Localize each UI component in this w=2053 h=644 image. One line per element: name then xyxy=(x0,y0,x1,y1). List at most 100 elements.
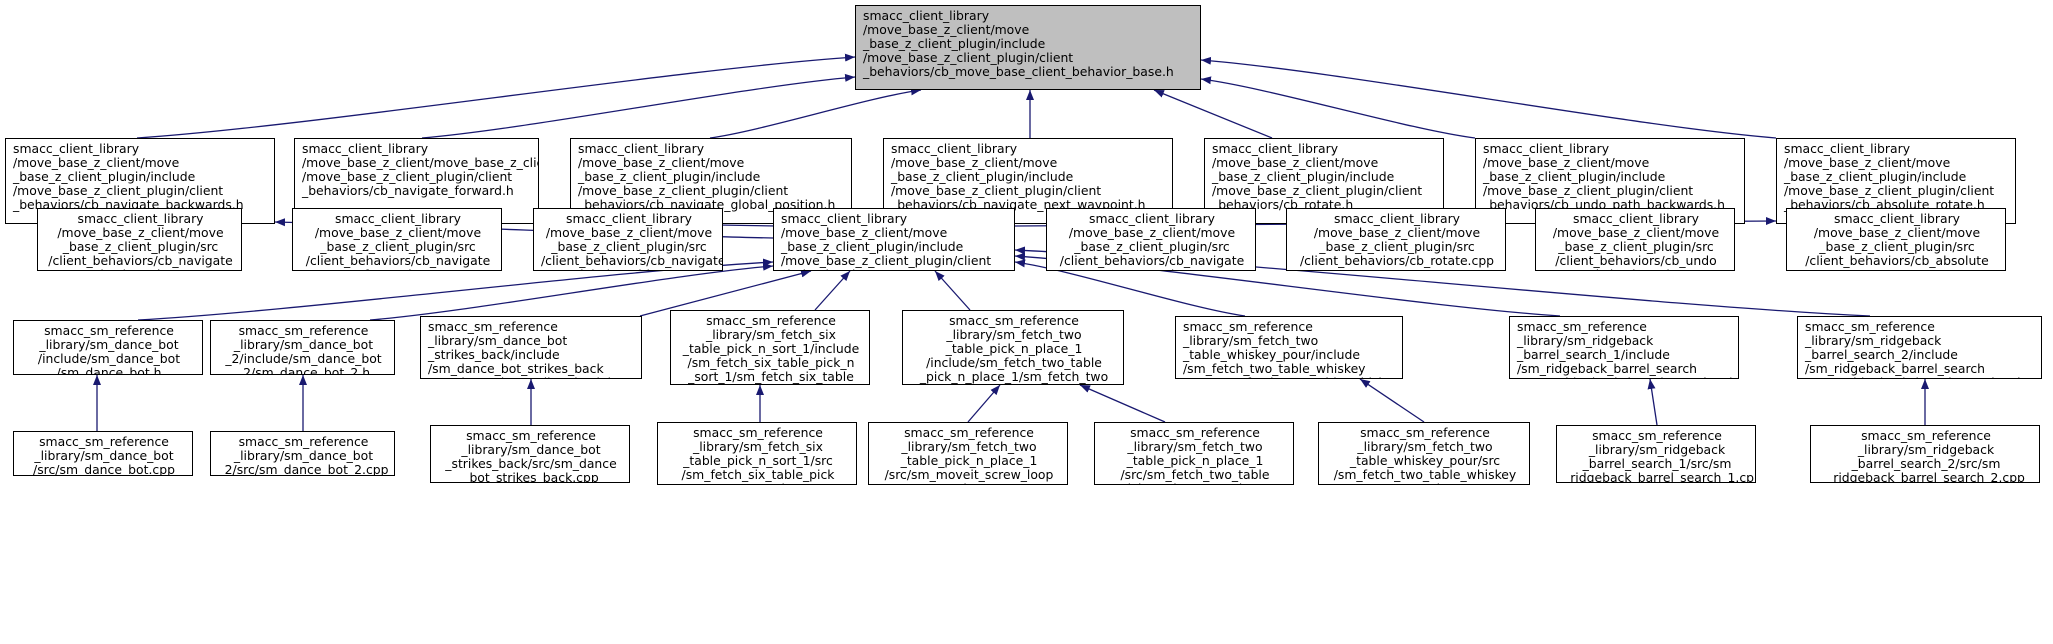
node-screw-loop-cpp[interactable]: smacc_sm_reference_library/sm_fetch_two_… xyxy=(868,422,1068,485)
node-dance-bot-h[interactable]: smacc_sm_reference_library/sm_dance_bot/… xyxy=(13,320,203,375)
node-label-line: /move_base_z_client/move xyxy=(863,22,1030,37)
node-label-line: _2/src/sm_dance_bot_2.cpp xyxy=(218,462,389,476)
node-label-line: /sm_fetch_six_table_pick_n xyxy=(687,355,855,370)
node-dance-bot-cpp[interactable]: smacc_sm_reference_library/sm_dance_bot/… xyxy=(13,431,193,476)
node-label-line: _table_pick_n_place_1 xyxy=(900,453,1038,468)
node-fetch-two-h[interactable]: smacc_sm_reference_library/sm_fetch_two_… xyxy=(902,310,1124,385)
node-label-line: _ridgeback_barrel_search_1.cpp xyxy=(1564,470,1756,483)
node-label-line: _table_pick_n_sort_1/include xyxy=(682,341,860,356)
node-label-line: _path_backwards.cpp xyxy=(1543,268,1729,271)
node-label-line: /move_base_z_client/move xyxy=(1068,225,1236,240)
node-label-line: _2/include/sm_dance_bot xyxy=(225,351,382,366)
edge-whiskey_pour_cpp-to-whiskey_pour_h xyxy=(1359,378,1425,423)
node-label-line: _library/sm_dance_bot xyxy=(233,337,374,352)
node-label-line: /sm_dance_bot_strikes_back xyxy=(428,361,604,376)
node-label-line: smacc_client_library xyxy=(1483,141,1610,156)
node-label-line: /sm_ridgeback_barrel_search xyxy=(1805,361,1986,376)
node-label-line: /sm_fetch_two_table_whiskey xyxy=(1183,361,1366,376)
node-label-line: _table_pick_n_place_1 xyxy=(945,341,1083,356)
node-label-line: _base_z_client_plugin/src xyxy=(1074,239,1230,254)
node-label-line: _ridgeback_barrel_search_2.cpp xyxy=(1827,470,2025,483)
node-nav-backward-cpp[interactable]: smacc_client_library/move_base_z_client/… xyxy=(37,208,242,271)
node-label-line: smacc_client_library xyxy=(77,211,204,226)
node-ridgeback-2-cpp[interactable]: smacc_sm_reference_library/sm_ridgeback _… xyxy=(1810,425,2040,483)
node-label-line: /client_behaviors/cb_undo xyxy=(1555,253,1717,268)
node-label-line: smacc_client_library xyxy=(302,141,429,156)
node-label-line: /move_base_z_client_plugin/client xyxy=(781,253,992,268)
node-label-line: /include/sm_dance_bot xyxy=(37,351,181,366)
edge-dance_bot_2_h-to-client_behaviors_h xyxy=(369,262,774,321)
node-dance-bot-2-cpp[interactable]: smacc_sm_reference_library/sm_dance_bot_… xyxy=(210,431,395,476)
node-label-line: /client_behaviors/cb_rotate.cpp xyxy=(1299,253,1495,268)
node-label-line: /move_base_z_client/move xyxy=(314,225,482,240)
node-label-line: smacc_sm_reference xyxy=(1592,428,1722,443)
edge-screw_loop_cpp-to-fetch_two_h xyxy=(967,384,1001,423)
node-dance-bot-2-h[interactable]: smacc_sm_reference_library/sm_dance_bot_… xyxy=(210,320,395,375)
node-label-line: _library/sm_ridgeback xyxy=(1517,333,1654,348)
node-label-line: _base_z_client_plugin/include xyxy=(781,239,964,254)
node-label-line: _2/sm_dance_bot_2.h xyxy=(236,365,371,375)
node-label-line: _base_z_client_plugin/src xyxy=(1558,239,1714,254)
node-label-line: _table_pick_n_sort_1/src xyxy=(683,453,833,468)
node-label-line: _base_z_client_plugin/src xyxy=(1319,239,1475,254)
node-nav-forward-cpp[interactable]: smacc_client_library/move_base_z_client/… xyxy=(292,208,502,271)
node-label-line: /client_behaviors/cb_absolute xyxy=(1805,253,1989,268)
node-fetch-six-h[interactable]: smacc_sm_reference_library/sm_fetch_six_… xyxy=(670,310,870,385)
node-label-line: _next_waypoint.cpp xyxy=(1054,268,1250,271)
node-label-line: smacc_sm_reference xyxy=(1130,425,1260,440)
node-label-line: _library/sm_ridgeback xyxy=(1588,442,1726,457)
node-ridgeback-1-h[interactable]: smacc_sm_reference_library/sm_ridgeback_… xyxy=(1509,316,1739,379)
node-label-line: _table_pick_n_place_1 xyxy=(1126,453,1264,468)
node-label-line: /sm_ridgeback_barrel_search xyxy=(1517,361,1698,376)
node-strikes-back-cpp[interactable]: smacc_sm_reference_library/sm_dance_bot_… xyxy=(430,425,630,483)
node-abs-rotate-cpp[interactable]: smacc_client_library/move_base_z_client/… xyxy=(1786,208,2006,271)
node-label-line: _library/sm_ridgeback xyxy=(1857,442,1995,457)
node-label-line: _barrel_search_1/src/sm xyxy=(1582,456,1732,471)
edge-ridgeback_1_cpp-to-ridgeback_1_h xyxy=(1647,378,1658,426)
node-label-line: _library/sm_fetch_two xyxy=(1183,333,1319,348)
node-label-line: /move_base_z_client/move xyxy=(1813,225,1981,240)
node-label-line: /move_base_z_client/move xyxy=(891,155,1058,170)
node-label-line: _library/sm_fetch_two xyxy=(1357,439,1493,454)
node-label-line: smacc_client_library xyxy=(334,211,462,226)
node-client-behaviors-h[interactable]: smacc_client_library/move_base_z_client/… xyxy=(773,208,1015,271)
node-ridgeback-2-h[interactable]: smacc_sm_reference_library/sm_ridgeback_… xyxy=(1797,316,2042,379)
node-undo-path-cpp[interactable]: smacc_client_library/move_base_z_client/… xyxy=(1535,208,1735,271)
node-label-line: _library/sm_dance_bot xyxy=(428,333,568,348)
node-label-line: /move_base_z_client_plugin/client xyxy=(1784,183,1995,198)
node-whiskey-pour-cpp[interactable]: smacc_sm_reference_library/sm_fetch_two_… xyxy=(1318,422,1530,485)
node-nav-next-wp-cpp[interactable]: smacc_client_library/move_base_z_client/… xyxy=(1046,208,1256,271)
node-label-line: /move_base_z_client_plugin/client xyxy=(13,183,224,198)
node-label-line: /move_base_z_client_plugin/client xyxy=(863,50,1074,65)
node-label-line: smacc_client_library xyxy=(891,141,1018,156)
node-label-line: /move_base_z_client_plugin/client xyxy=(302,169,513,184)
node-label-line: /move_base_z_client/move xyxy=(781,225,948,240)
edge-whiskey_pour_h-to-client_behaviors_h xyxy=(1014,259,1246,317)
node-nav-global-cpp[interactable]: smacc_client_library/move_base_z_client/… xyxy=(533,208,723,271)
node-whiskey-pour-h[interactable]: smacc_sm_reference_library/sm_fetch_two_… xyxy=(1175,316,1403,379)
node-label-line: /client_behaviors/cb_navigate xyxy=(541,253,723,268)
node-label-line: _strikes_back/src/sm_dance xyxy=(445,456,617,471)
node-label-line: smacc_client_library xyxy=(578,141,705,156)
node-label-line: /move_base_z_client/move xyxy=(578,155,745,170)
node-cb-behavior-base[interactable]: smacc_client_library/move_base_z_client/… xyxy=(855,5,1201,90)
node-label-line: smacc_sm_reference xyxy=(904,425,1034,440)
node-label-line: _library/sm_dance_bot xyxy=(39,337,179,352)
edge-abs_rotate_h-to-cb_behavior_base xyxy=(1200,56,1777,139)
node-label-line: smacc_sm_reference xyxy=(1517,319,1647,334)
node-rotate-cpp[interactable]: smacc_client_library/move_base_z_client/… xyxy=(1286,208,1506,271)
node-ridgeback-1-cpp[interactable]: smacc_sm_reference_library/sm_ridgeback_… xyxy=(1556,425,1756,483)
node-label-line: smacc_sm_reference xyxy=(1861,428,1991,443)
node-label-line: _library/sm_dance_bot xyxy=(233,448,374,463)
node-label-line: _2/sm_ridgeback_barrel_search_2.h xyxy=(1805,376,2036,379)
node-label-line: /move_base_z_client/move xyxy=(1552,225,1720,240)
node-strikes-back-h[interactable]: smacc_sm_reference_library/sm_dance_bot_… xyxy=(420,316,642,379)
node-label-line: _library/sm_fetch_six xyxy=(693,439,823,454)
node-label-line: _library/sm_fetch_two xyxy=(901,439,1037,454)
node-label-line: _library/sm_fetch_six xyxy=(706,327,836,342)
node-label-line: smacc_client_library xyxy=(565,211,693,226)
node-fetch-six-cpp[interactable]: smacc_sm_reference_library/sm_fetch_six_… xyxy=(657,422,857,485)
node-fetch-two-cpp[interactable]: smacc_sm_reference_library/sm_fetch_two_… xyxy=(1094,422,1294,485)
node-label-line: _bot_strikes_back.cpp xyxy=(463,470,599,483)
